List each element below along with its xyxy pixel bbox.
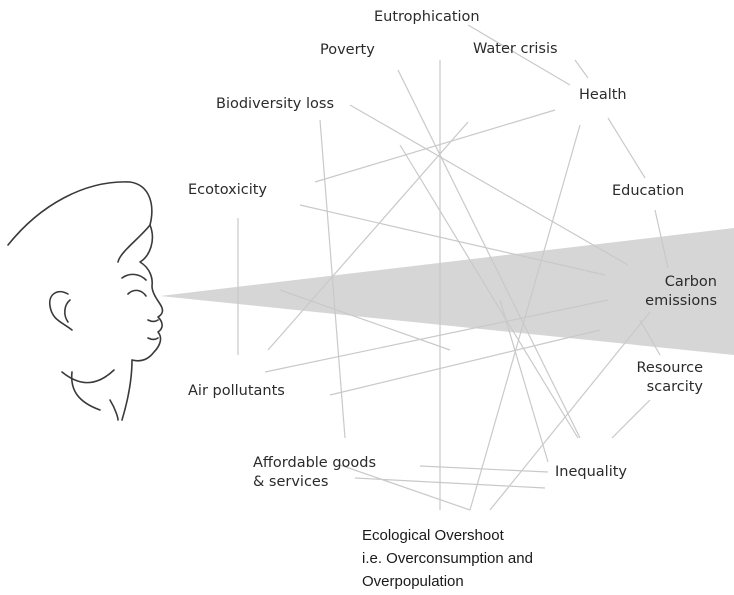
label-eutrophication: Eutrophication xyxy=(374,9,480,25)
jaw-outline xyxy=(61,369,115,384)
label-education: Education xyxy=(612,183,685,199)
head-back-outline xyxy=(7,181,153,263)
label-poverty: Poverty xyxy=(320,42,375,58)
root-cause-line-3: Overpopulation xyxy=(362,573,464,590)
chin-outline xyxy=(109,399,119,421)
ear-outline xyxy=(48,290,73,331)
label-air-pollutants: Air pollutants xyxy=(188,383,285,399)
connection-lines xyxy=(237,24,669,511)
label-inequality: Inequality xyxy=(555,464,627,480)
vision-cone xyxy=(160,228,734,355)
neck-outline xyxy=(70,371,101,411)
label-resource-scarcity: Resource scarcity xyxy=(636,360,704,395)
nostril-outline xyxy=(147,319,159,323)
label-biodiversity-loss: Biodiversity loss xyxy=(216,96,335,112)
root-cause-caption: Ecological Overshoot i.e. Overconsumptio… xyxy=(362,524,533,593)
eye-outline xyxy=(127,289,147,297)
root-cause-line-1: Ecological Overshoot xyxy=(362,527,504,544)
head-illustration xyxy=(7,181,164,421)
label-affordable-goods-services: Affordable goods & services xyxy=(253,455,377,490)
mouth-outline xyxy=(147,337,159,341)
label-water-crisis: Water crisis xyxy=(473,41,558,57)
label-health: Health xyxy=(579,87,627,103)
eyebrow-outline xyxy=(121,273,147,281)
label-carbon-emissions: Carbon emissions xyxy=(645,274,717,309)
label-ecotoxicity: Ecotoxicity xyxy=(188,182,267,198)
root-cause-line-2: i.e. Overconsumption and xyxy=(362,550,533,567)
forehead-outline xyxy=(121,224,164,421)
